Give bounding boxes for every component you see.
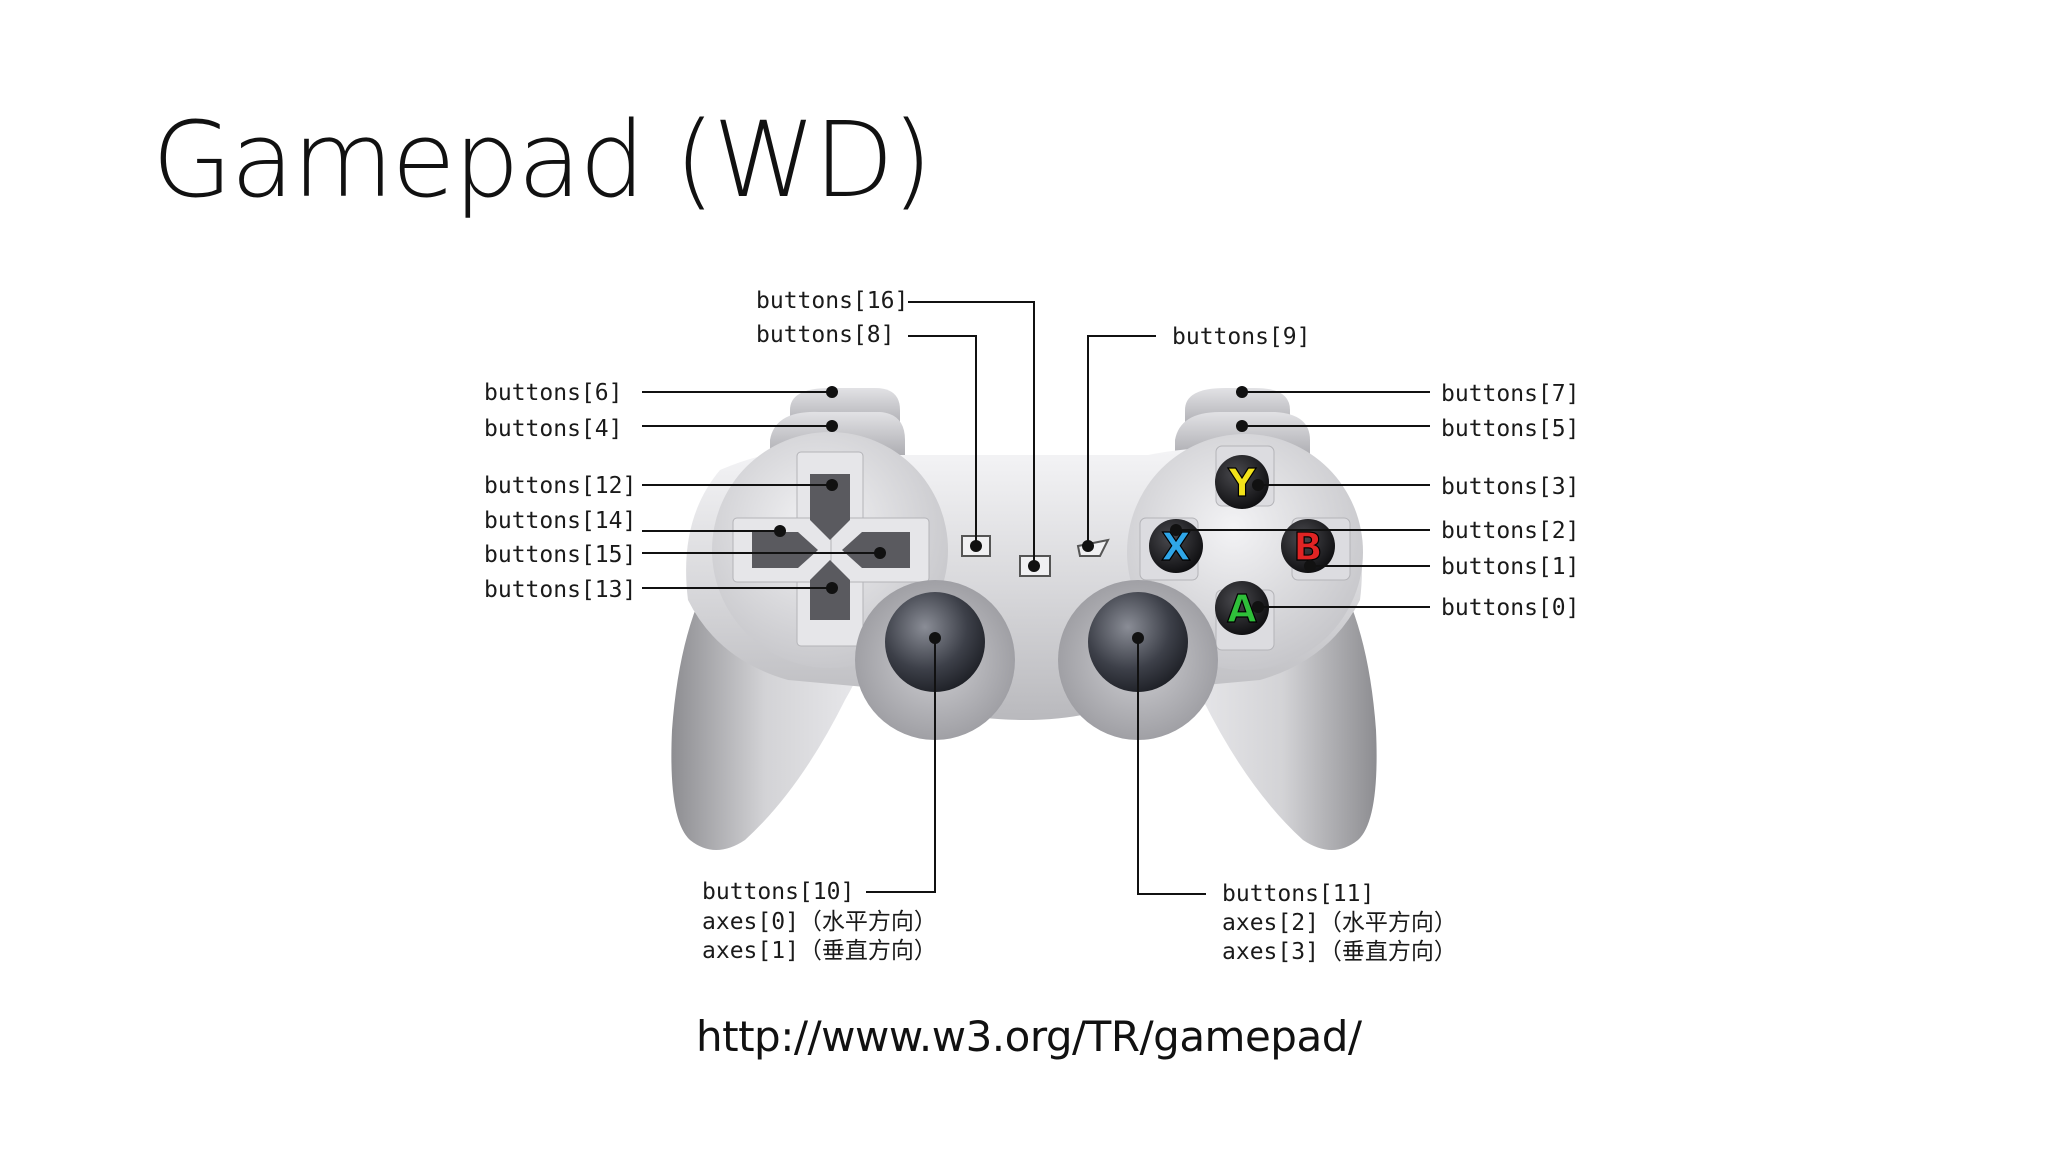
label-buttons-14: buttons[14]: [484, 508, 636, 534]
label-axes-0: axes[0]（水平方向）: [702, 909, 937, 935]
label-buttons-10: buttons[10]: [702, 879, 854, 905]
label-axes-2: axes[2]（水平方向）: [1222, 910, 1457, 936]
b-button[interactable]: B: [1281, 519, 1335, 573]
label-axes-1: axes[1]（垂直方向）: [702, 938, 937, 964]
spec-link[interactable]: http://www.w3.org/TR/gamepad/: [696, 1012, 1362, 1061]
label-buttons-13: buttons[13]: [484, 577, 636, 603]
label-buttons-16: buttons[16]: [756, 288, 908, 314]
label-buttons-6: buttons[6]: [484, 380, 622, 406]
label-buttons-9: buttons[9]: [1172, 324, 1310, 350]
label-buttons-5: buttons[5]: [1441, 416, 1579, 442]
label-buttons-4: buttons[4]: [484, 416, 622, 442]
label-axes-3: axes[3]（垂直方向）: [1222, 939, 1457, 965]
label-buttons-2: buttons[2]: [1441, 518, 1579, 544]
label-buttons-3: buttons[3]: [1441, 474, 1579, 500]
label-buttons-1: buttons[1]: [1441, 554, 1579, 580]
label-buttons-15: buttons[15]: [484, 542, 636, 568]
slide-title: Gamepad (WD): [152, 99, 932, 221]
y-button[interactable]: Y: [1215, 455, 1269, 509]
x-button[interactable]: X: [1149, 519, 1203, 573]
label-buttons-11: buttons[11]: [1222, 881, 1374, 907]
dpad-up[interactable]: [810, 474, 850, 540]
a-button[interactable]: A: [1215, 581, 1269, 635]
label-buttons-0: buttons[0]: [1441, 595, 1579, 621]
label-buttons-7: buttons[7]: [1441, 381, 1579, 407]
leader-lines: [642, 301, 1430, 895]
label-buttons-12: buttons[12]: [484, 473, 636, 499]
face-buttons[interactable]: Y X B A: [1139, 445, 1351, 651]
leader-dots: [774, 386, 1316, 644]
y-button-label: Y: [1227, 461, 1256, 505]
label-buttons-8: buttons[8]: [756, 322, 894, 348]
dpad-left[interactable]: [752, 532, 818, 568]
